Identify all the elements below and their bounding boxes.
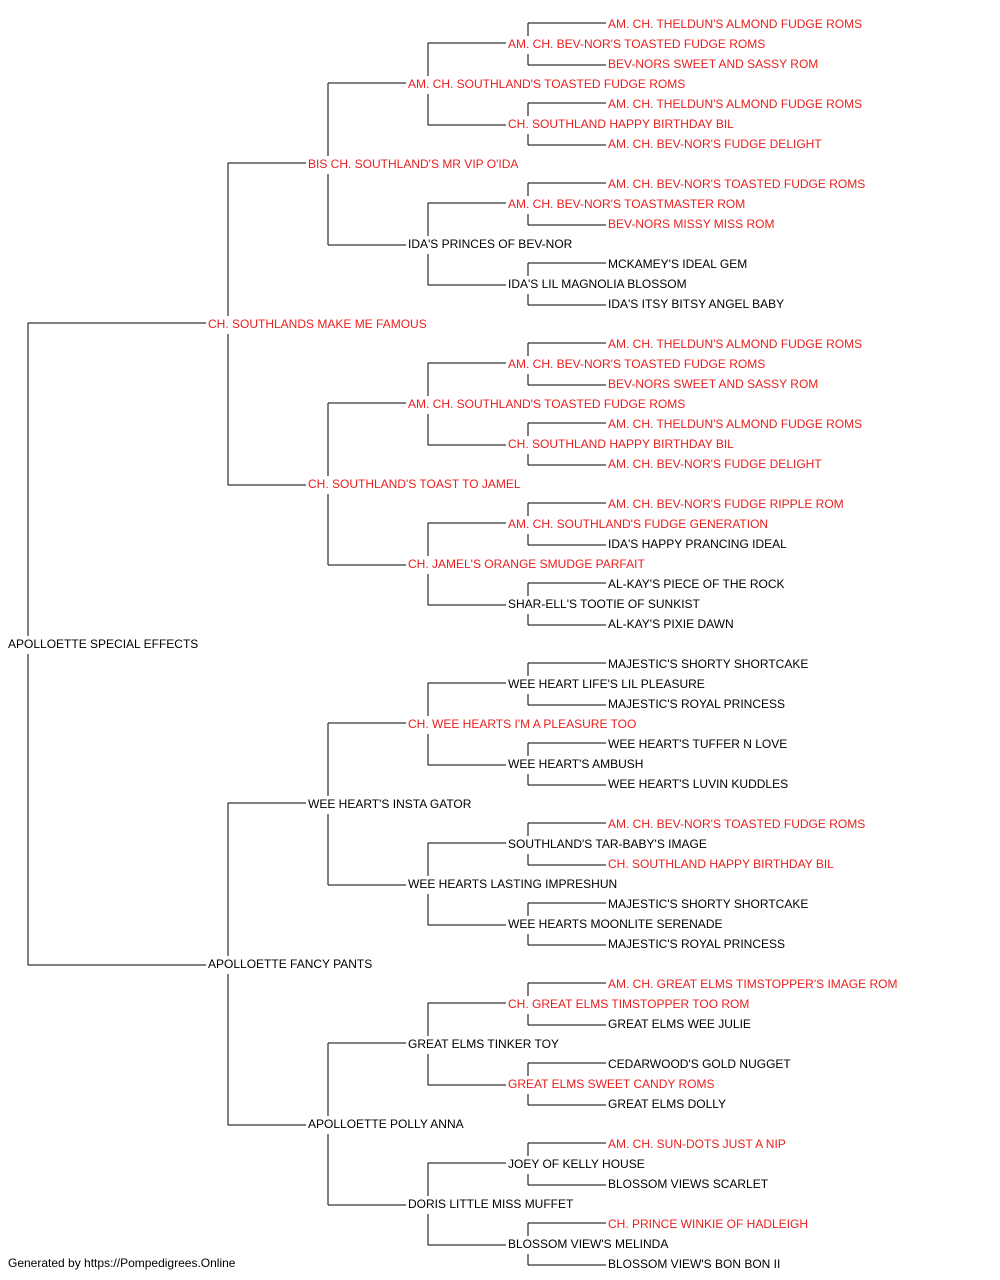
dog-name-sire-sire-dam-dam: IDA'S LIL MAGNOLIA BLOSSOM xyxy=(508,277,687,291)
dog-name-dam-sire-dam-dam: WEE HEARTS MOONLITE SERENADE xyxy=(508,917,722,931)
dog-name-dam-dam-dam-sire-dam: BLOSSOM VIEWS SCARLET xyxy=(608,1177,769,1191)
dog-name-dam-sire-sire-sire-sire: MAJESTIC'S SHORTY SHORTCAKE xyxy=(608,657,808,671)
dog-name-dam-dam-dam-dam-dam: BLOSSOM VIEW'S BON BON II xyxy=(608,1257,780,1271)
dog-name-sire-dam-dam-sire: AM. CH. SOUTHLAND'S FUDGE GENERATION xyxy=(508,517,768,531)
dog-name-dam-dam-sire-dam-dam: GREAT ELMS DOLLY xyxy=(608,1097,726,1111)
dog-name-sire-dam: CH. SOUTHLAND'S TOAST TO JAMEL xyxy=(308,477,521,491)
dog-name-dam-dam-sire-sire-dam: GREAT ELMS WEE JULIE xyxy=(608,1017,751,1031)
dog-name-sire-dam-dam-dam-dam: AL-KAY'S PIXIE DAWN xyxy=(608,617,734,631)
dog-name-sire-dam-sire-dam-dam: AM. CH. BEV-NOR'S FUDGE DELIGHT xyxy=(608,457,822,471)
dog-name-sire-sire-dam: IDA'S PRINCES OF BEV-NOR xyxy=(408,237,573,251)
dog-name-sire-dam-dam-dam: SHAR-ELL'S TOOTIE OF SUNKIST xyxy=(508,597,701,611)
dog-name-sire-sire-sire-sire-sire: AM. CH. THELDUN'S ALMOND FUDGE ROMS xyxy=(608,17,862,31)
dog-name-sire-sire-sire: AM. CH. SOUTHLAND'S TOASTED FUDGE ROMS xyxy=(408,77,685,91)
dog-name-dam-dam-dam-dam: BLOSSOM VIEW'S MELINDA xyxy=(508,1237,668,1251)
dog-name-dam-dam-sire-sire: CH. GREAT ELMS TIMSTOPPER TOO ROM xyxy=(508,997,749,1011)
dog-name-dam-dam-sire-sire-sire: AM. CH. GREAT ELMS TIMSTOPPER'S IMAGE RO… xyxy=(608,977,897,991)
dog-name-sire-dam-sire-dam-sire: AM. CH. THELDUN'S ALMOND FUDGE ROMS xyxy=(608,417,862,431)
dog-name-dam: APOLLOETTE FANCY PANTS xyxy=(208,957,372,971)
dog-name-dam-dam: APOLLOETTE POLLY ANNA xyxy=(308,1117,464,1131)
dog-name-sire-dam-dam-sire-sire: AM. CH. BEV-NOR'S FUDGE RIPPLE ROM xyxy=(608,497,844,511)
dog-name-sire-dam-sire-sire: AM. CH. BEV-NOR'S TOASTED FUDGE ROMS xyxy=(508,357,765,371)
dog-name-sire-dam-dam-sire-dam: IDA'S HAPPY PRANCING IDEAL xyxy=(608,537,787,551)
dog-name-sire-dam-sire-sire-dam: BEV-NORS SWEET AND SASSY ROM xyxy=(608,377,818,391)
dog-name-dam-sire-sire: CH. WEE HEARTS I'M A PLEASURE TOO xyxy=(408,717,636,731)
dog-name-dam-dam-dam-sire: JOEY OF KELLY HOUSE xyxy=(508,1157,645,1171)
dog-name-sire-dam-sire-sire-sire: AM. CH. THELDUN'S ALMOND FUDGE ROMS xyxy=(608,337,862,351)
dog-name-sire-sire-dam-dam-dam: IDA'S ITSY BITSY ANGEL BABY xyxy=(608,297,784,311)
dog-name-sire-dam-dam-dam-sire: AL-KAY'S PIECE OF THE ROCK xyxy=(608,577,785,591)
dog-name-dam-sire-sire-sire: WEE HEART LIFE'S LIL PLEASURE xyxy=(508,677,705,691)
dog-name-sire-dam-sire: AM. CH. SOUTHLAND'S TOASTED FUDGE ROMS xyxy=(408,397,685,411)
generated-by-footer: Generated by https://Pompedigrees.Online xyxy=(8,1256,236,1270)
dog-name-dam-sire-dam-sire-dam: CH. SOUTHLAND HAPPY BIRTHDAY BIL xyxy=(608,857,834,871)
dog-name-dam-sire-sire-dam-sire: WEE HEART'S TUFFER N LOVE xyxy=(608,737,787,751)
dog-name-sire-sire-dam-dam-sire: MCKAMEY'S IDEAL GEM xyxy=(608,257,747,271)
dog-name-sire-sire-dam-sire: AM. CH. BEV-NOR'S TOASTMASTER ROM xyxy=(508,197,745,211)
dog-name-sire-sire-sire-dam-sire: AM. CH. THELDUN'S ALMOND FUDGE ROMS xyxy=(608,97,862,111)
dog-name-root: APOLLOETTE SPECIAL EFFECTS xyxy=(8,637,198,651)
dog-name-dam-sire: WEE HEART'S INSTA GATOR xyxy=(308,797,472,811)
dog-name-dam-sire-sire-dam-dam: WEE HEART'S LUVIN KUDDLES xyxy=(608,777,788,791)
dog-name-sire-sire-sire-dam-dam: AM. CH. BEV-NOR'S FUDGE DELIGHT xyxy=(608,137,822,151)
dog-name-dam-dam-dam: DORIS LITTLE MISS MUFFET xyxy=(408,1197,574,1211)
dog-name-sire-sire-sire-sire-dam: BEV-NORS SWEET AND SASSY ROM xyxy=(608,57,818,71)
dog-name-dam-dam-sire: GREAT ELMS TINKER TOY xyxy=(408,1037,559,1051)
dog-name-dam-dam-sire-dam-sire: CEDARWOOD'S GOLD NUGGET xyxy=(608,1057,791,1071)
dog-name-sire-sire-dam-sire-dam: BEV-NORS MISSY MISS ROM xyxy=(608,217,774,231)
dog-name-sire: CH. SOUTHLANDS MAKE ME FAMOUS xyxy=(208,317,427,331)
dog-name-sire-dam-sire-dam: CH. SOUTHLAND HAPPY BIRTHDAY BIL xyxy=(508,437,734,451)
dog-name-dam-sire-dam-dam-sire: MAJESTIC'S SHORTY SHORTCAKE xyxy=(608,897,808,911)
dog-name-dam-dam-sire-dam: GREAT ELMS SWEET CANDY ROMS xyxy=(508,1077,714,1091)
dog-name-sire-sire-dam-sire-sire: AM. CH. BEV-NOR'S TOASTED FUDGE ROMS xyxy=(608,177,865,191)
dog-name-dam-sire-dam: WEE HEARTS LASTING IMPRESHUN xyxy=(408,877,617,891)
dog-name-dam-dam-dam-sire-sire: AM. CH. SUN-DOTS JUST A NIP xyxy=(608,1137,786,1151)
dog-name-dam-sire-dam-sire: SOUTHLAND'S TAR-BABY'S IMAGE xyxy=(508,837,707,851)
dog-name-dam-sire-dam-sire-sire: AM. CH. BEV-NOR'S TOASTED FUDGE ROMS xyxy=(608,817,865,831)
dog-name-sire-sire-sire-dam: CH. SOUTHLAND HAPPY BIRTHDAY BIL xyxy=(508,117,734,131)
dog-name-sire-sire-sire-sire: AM. CH. BEV-NOR'S TOASTED FUDGE ROMS xyxy=(508,37,765,51)
dog-name-dam-sire-dam-dam-dam: MAJESTIC'S ROYAL PRINCESS xyxy=(608,937,785,951)
dog-name-dam-sire-sire-dam: WEE HEART'S AMBUSH xyxy=(508,757,643,771)
dog-name-sire-dam-dam: CH. JAMEL'S ORANGE SMUDGE PARFAIT xyxy=(408,557,645,571)
dog-name-dam-dam-dam-dam-sire: CH. PRINCE WINKIE OF HADLEIGH xyxy=(608,1217,808,1231)
dog-name-sire-sire: BIS CH. SOUTHLAND'S MR VIP O'IDA xyxy=(308,157,518,171)
dog-name-dam-sire-sire-sire-dam: MAJESTIC'S ROYAL PRINCESS xyxy=(608,697,785,711)
